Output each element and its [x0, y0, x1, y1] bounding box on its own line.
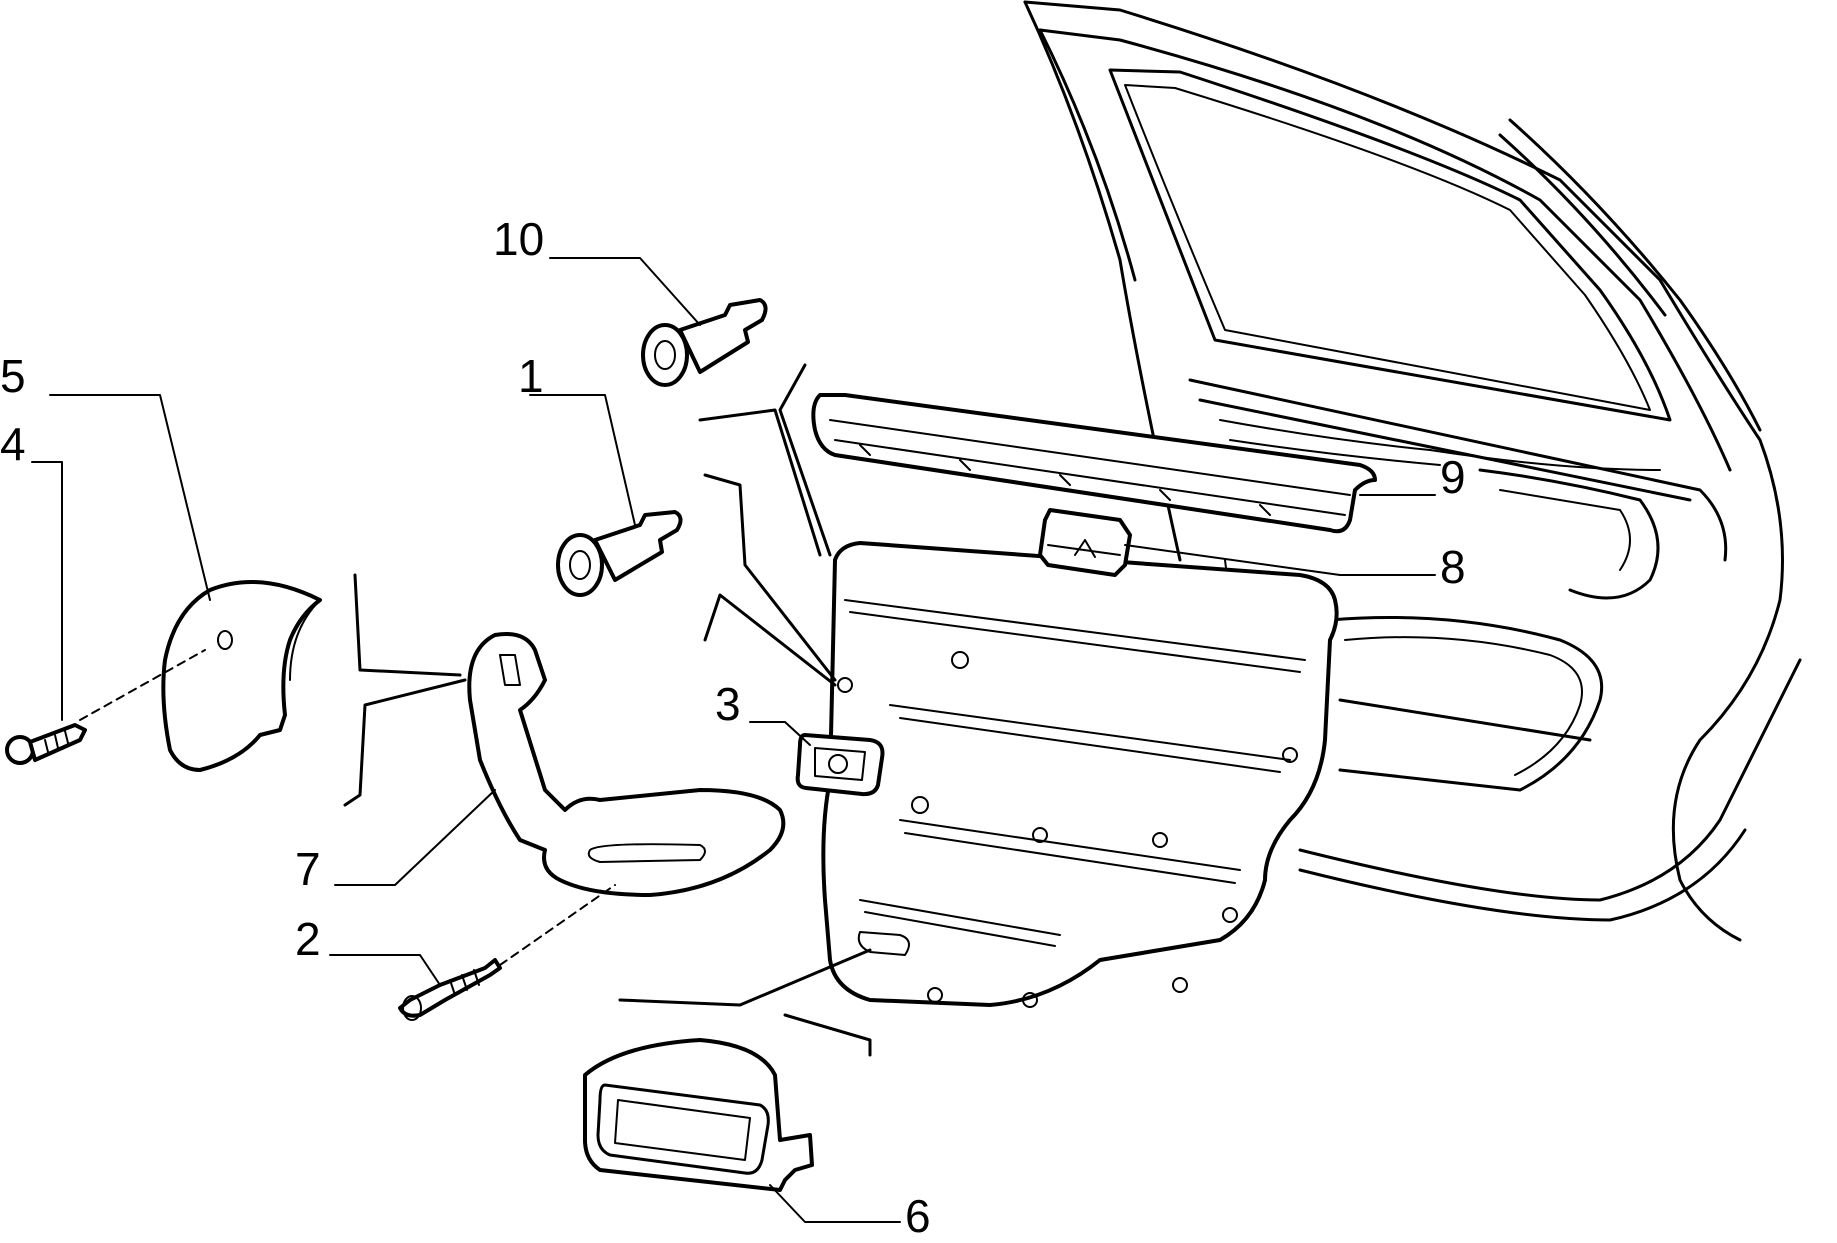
callout-labels: 10 1 5 4 3 7 2 6 8 9 — [0, 213, 1466, 1242]
callout-3: 3 — [715, 678, 741, 730]
callout-4: 4 — [0, 418, 26, 470]
callout-1: 1 — [518, 350, 544, 402]
part-9-window-strip — [811, 393, 1377, 534]
callout-2: 2 — [295, 913, 321, 965]
part-4-screw — [5, 723, 87, 765]
part-1-fastener — [556, 510, 683, 597]
part-7-armrest — [467, 632, 786, 897]
car-door-frame — [1023, 0, 1802, 942]
door-trim-panel — [821, 541, 1339, 1008]
part-10-fastener — [641, 298, 768, 387]
part-3-switch-plate — [795, 733, 885, 797]
part-2-screw — [398, 958, 502, 1021]
callout-6: 6 — [905, 1190, 931, 1238]
callout-8: 8 — [1440, 541, 1466, 593]
leader-lines — [31, 257, 1436, 1223]
callout-9: 9 — [1440, 451, 1466, 503]
part-5-cover-cap — [161, 580, 322, 772]
callout-7: 7 — [295, 843, 321, 895]
part-6-pocket — [583, 1038, 814, 1192]
part-8-clip — [1038, 508, 1132, 577]
callout-10: 10 — [493, 213, 544, 265]
callout-5: 5 — [0, 350, 26, 402]
